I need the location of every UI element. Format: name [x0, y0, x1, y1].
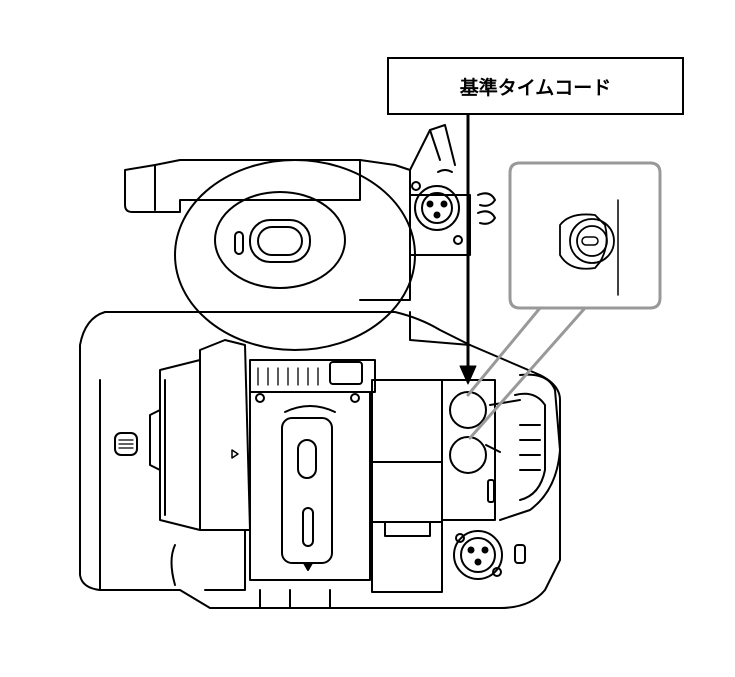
timecode-label-box: 基準タイムコード	[387, 57, 684, 115]
bnc-terminals	[441, 379, 501, 521]
pointer-arrow	[459, 113, 477, 385]
eyecup	[174, 159, 416, 351]
rear-panel-blocks	[371, 379, 443, 593]
top-vents	[249, 359, 376, 403]
lcd-panel	[199, 339, 251, 591]
bottom-feet	[170, 544, 331, 609]
side-panel	[114, 359, 201, 531]
timecode-label: 基準タイムコード	[459, 76, 612, 99]
mic-holder	[409, 124, 496, 256]
xlr-connector	[453, 530, 526, 580]
viewfinder-housing	[124, 159, 411, 301]
zoom-callout	[466, 161, 662, 440]
hand-strap	[489, 373, 561, 521]
battery-compartment	[249, 391, 371, 581]
camera-body	[79, 311, 561, 609]
